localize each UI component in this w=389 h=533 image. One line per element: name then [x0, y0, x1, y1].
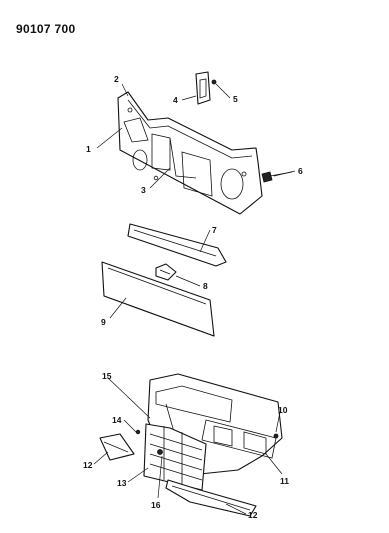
callout-label: 9 — [101, 317, 106, 327]
callout-label: 12 — [83, 460, 93, 470]
radiator-support-panel — [117, 91, 263, 215]
hood-latch-bracket — [195, 71, 211, 105]
grille-screw — [135, 429, 141, 435]
left-bumper-filler — [99, 433, 135, 461]
callout-label: 1 — [86, 144, 91, 154]
right-bumper-filler — [165, 479, 257, 517]
housing-screw — [273, 433, 279, 439]
support-clip — [155, 263, 177, 281]
lower-valance-panel — [101, 261, 215, 337]
callout-label: 6 — [298, 166, 303, 176]
callout-label: 12 — [248, 510, 258, 520]
callout-label: 14 — [112, 415, 122, 425]
leader-lines — [93, 83, 296, 515]
callout-label: 3 — [141, 185, 146, 195]
callout-labels: 1 2 3 4 5 6 7 8 9 10 11 12 12 13 14 15 1… — [83, 74, 303, 520]
callout-label: 7 — [212, 225, 217, 235]
callout-label: 2 — [114, 74, 119, 84]
callout-label: 11 — [280, 476, 289, 486]
callout-label: 4 — [173, 95, 178, 105]
grille-insert — [143, 423, 207, 491]
callout-label: 13 — [117, 478, 127, 488]
callout-label: 8 — [203, 281, 208, 291]
latch-screw — [211, 79, 217, 85]
mounting-bolt — [261, 171, 293, 183]
callout-label: 5 — [233, 94, 238, 104]
callout-label: 15 — [102, 371, 112, 381]
grille-emblem — [157, 449, 163, 455]
document-code: 90107 700 — [16, 22, 76, 36]
callout-label: 10 — [278, 405, 288, 415]
callout-label: 16 — [151, 500, 161, 510]
